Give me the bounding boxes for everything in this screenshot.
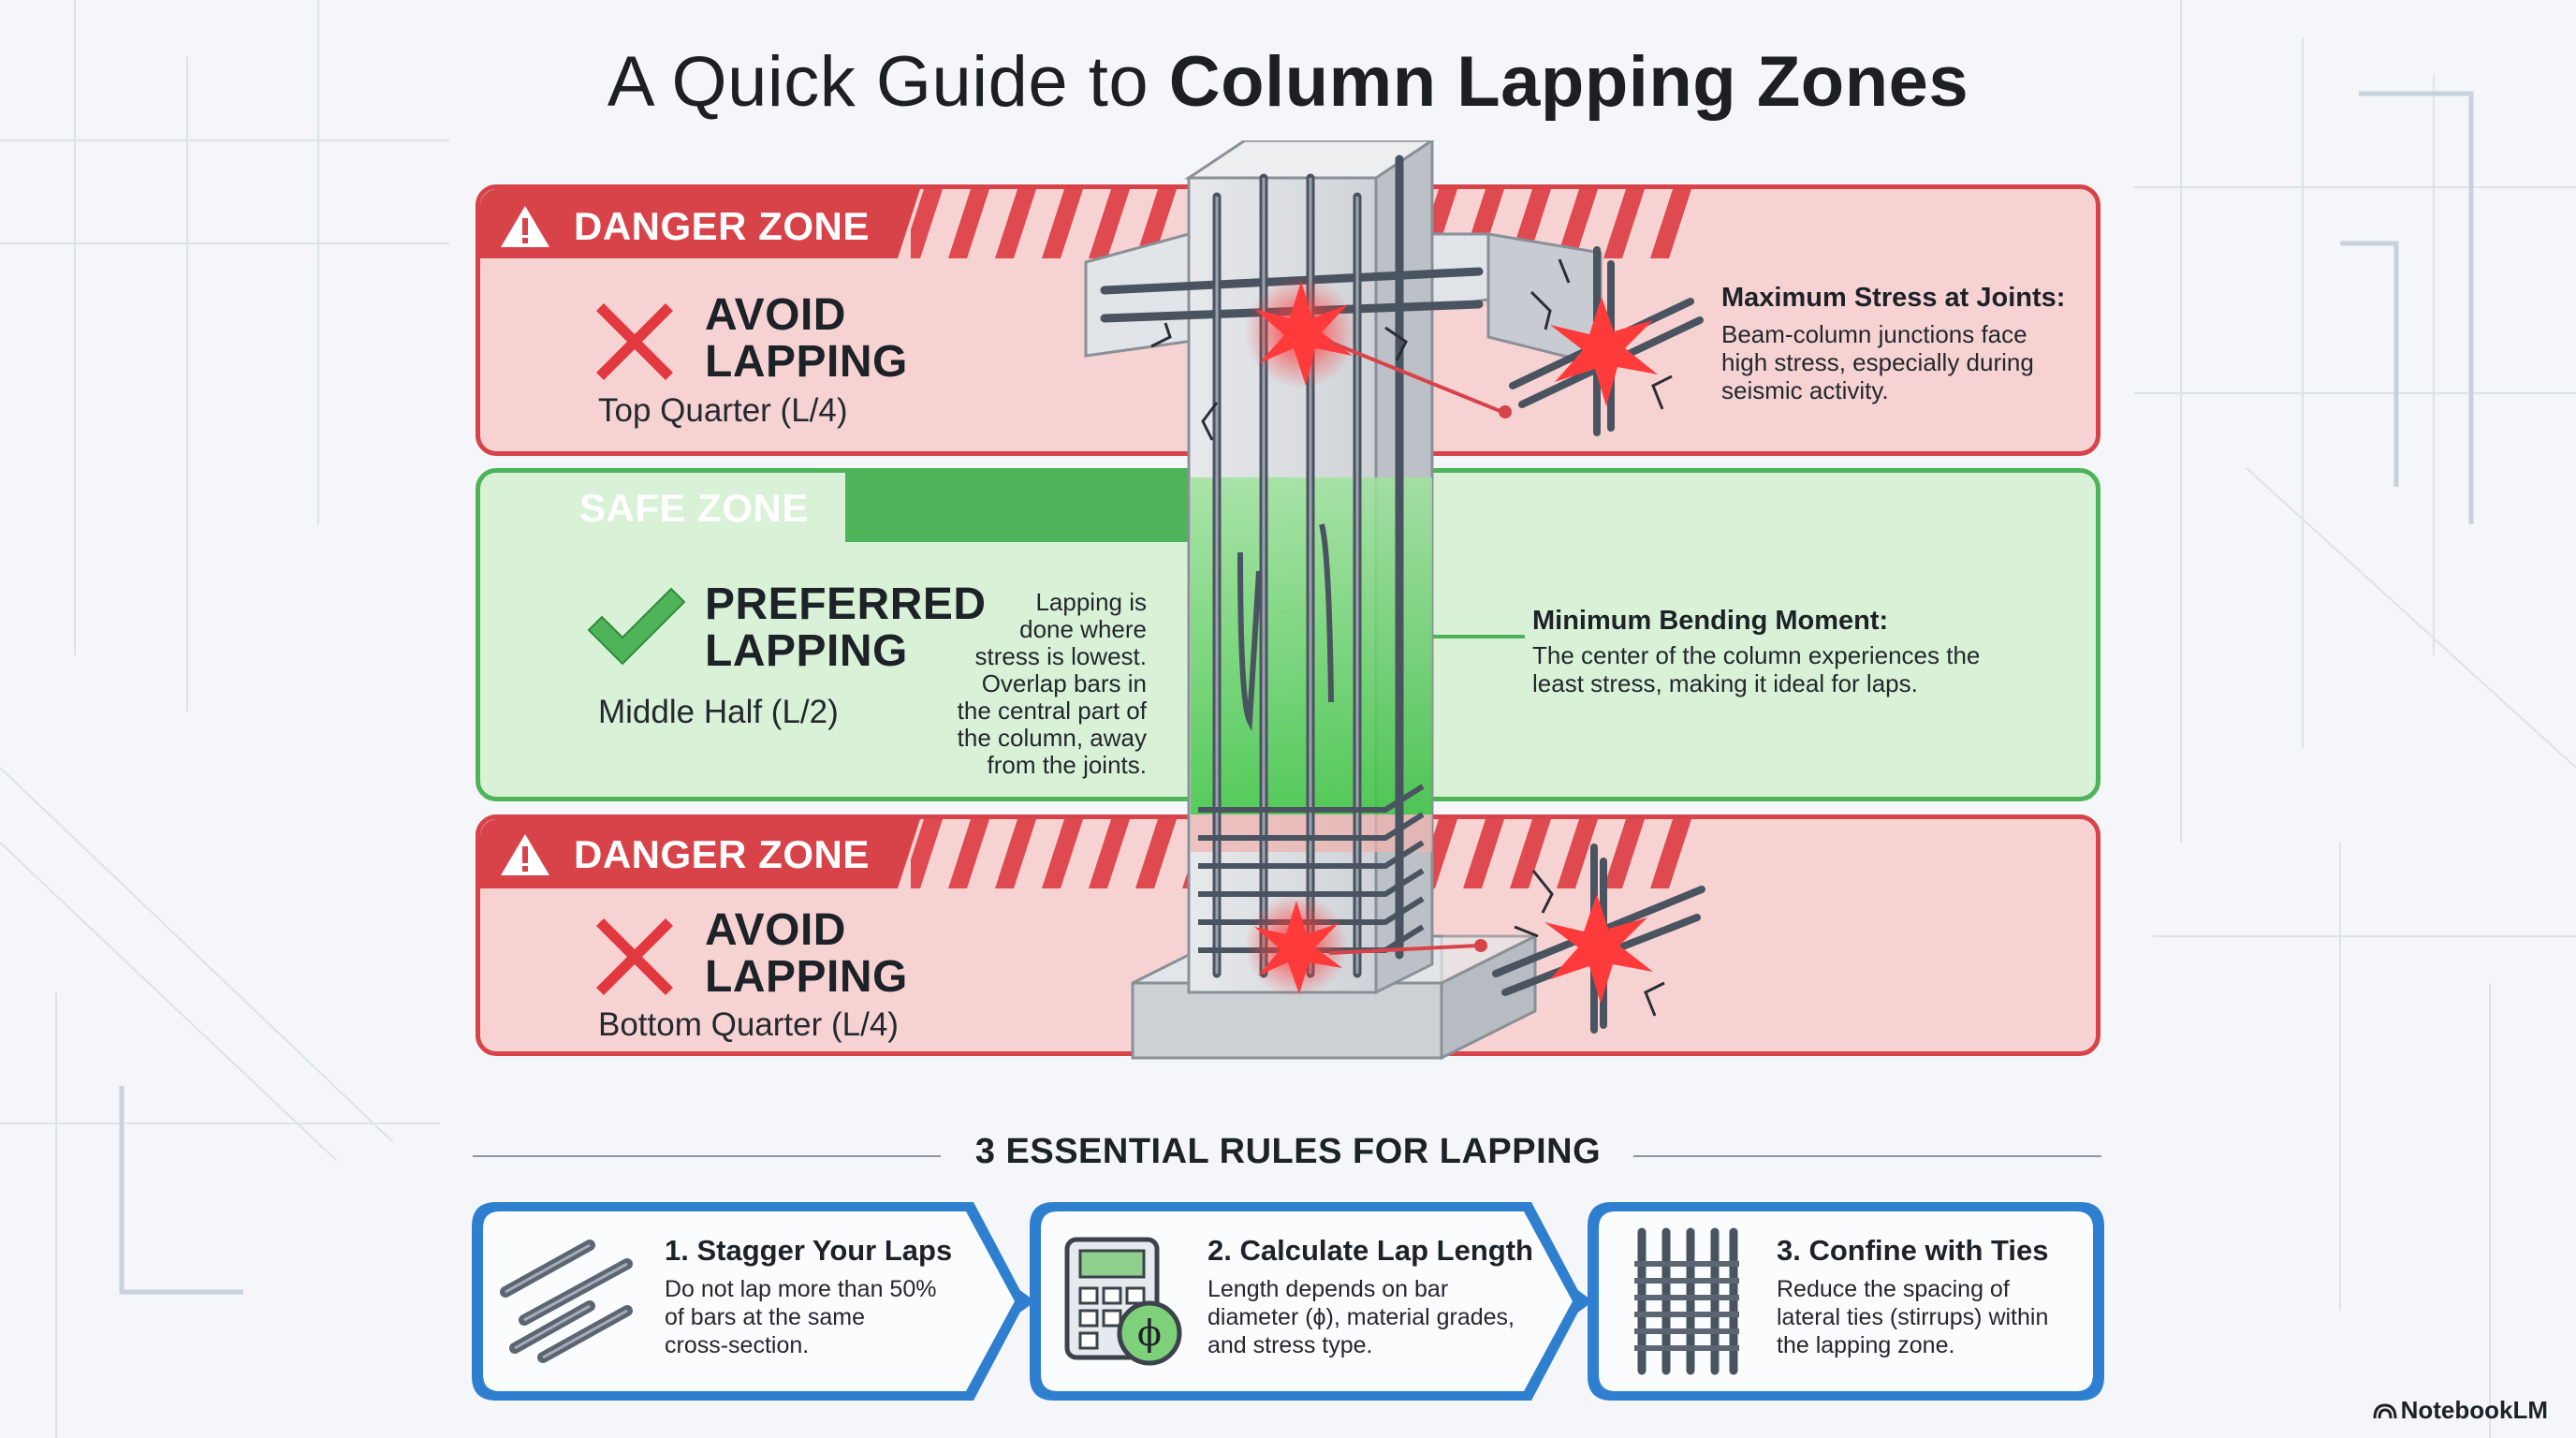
rule-title: 3. Confine with Ties: [1777, 1234, 2049, 1267]
column-illustration: [1084, 140, 1603, 1061]
cross-mark-icon: [596, 303, 673, 380]
callout-body: The center of the column experiences the…: [1532, 641, 1981, 697]
callout-title: Maximum Stress at Joints:: [1721, 283, 2066, 313]
safe-header-band: [845, 473, 1293, 542]
zone-label: DANGER ZONE: [574, 204, 870, 248]
notebooklm-logo-icon: [2373, 1403, 2397, 1419]
rule-connector-arrow: [1015, 1286, 1035, 1316]
rule-title: 1. Stagger Your Laps: [665, 1234, 953, 1267]
joint-stress-detail-icon: [1509, 246, 1704, 436]
rules-divider: [473, 1155, 2101, 1157]
brand-logo: NotebookLM: [2373, 1396, 2548, 1425]
cross-mark-icon: [596, 918, 673, 995]
callout-title: Minimum Bending Moment:: [1532, 606, 1889, 636]
rule-card-frame: [472, 1202, 1026, 1401]
warning-triangle-icon: [501, 206, 549, 247]
staggered-bars-icon: [500, 1240, 633, 1363]
zone-region-label: Bottom Quarter (L/4): [598, 1006, 899, 1043]
rule-connector-arrow: [1573, 1286, 1593, 1316]
check-mark-icon: [587, 587, 686, 666]
zone-region-label: Top Quarter (L/4): [598, 392, 848, 429]
page-title: A Quick Guide to Column Lapping Zones: [607, 42, 1969, 122]
rule-body: Do not lap more than 50%of bars at the s…: [665, 1276, 937, 1358]
rule-card-stagger: 1. Stagger Your Laps Do not lap more tha…: [468, 1198, 1030, 1404]
zone-label: DANGER ZONE: [574, 832, 870, 876]
svg-text:ϕ: ϕ: [1137, 1313, 1162, 1354]
warning-triangle-icon: [501, 834, 549, 875]
ties-icon: [1634, 1227, 1739, 1375]
rule-title: 2. Calculate Lap Length: [1208, 1234, 1533, 1267]
zone-region-label: Middle Half (L/2): [598, 694, 839, 730]
base-stress-detail-icon: [1492, 844, 1705, 1034]
rule-card-lap-length: ϕ 2. Calculate Lap Length Length depends…: [1026, 1198, 1588, 1404]
rules-heading: 3 ESSENTIAL RULES FOR LAPPING: [974, 1132, 1602, 1171]
rule-card-ties: 3. Confine with Ties Reduce the spacing …: [1584, 1198, 2108, 1404]
calculator-icon: ϕ: [1064, 1237, 1182, 1366]
zone-label: SAFE ZONE: [579, 486, 809, 530]
